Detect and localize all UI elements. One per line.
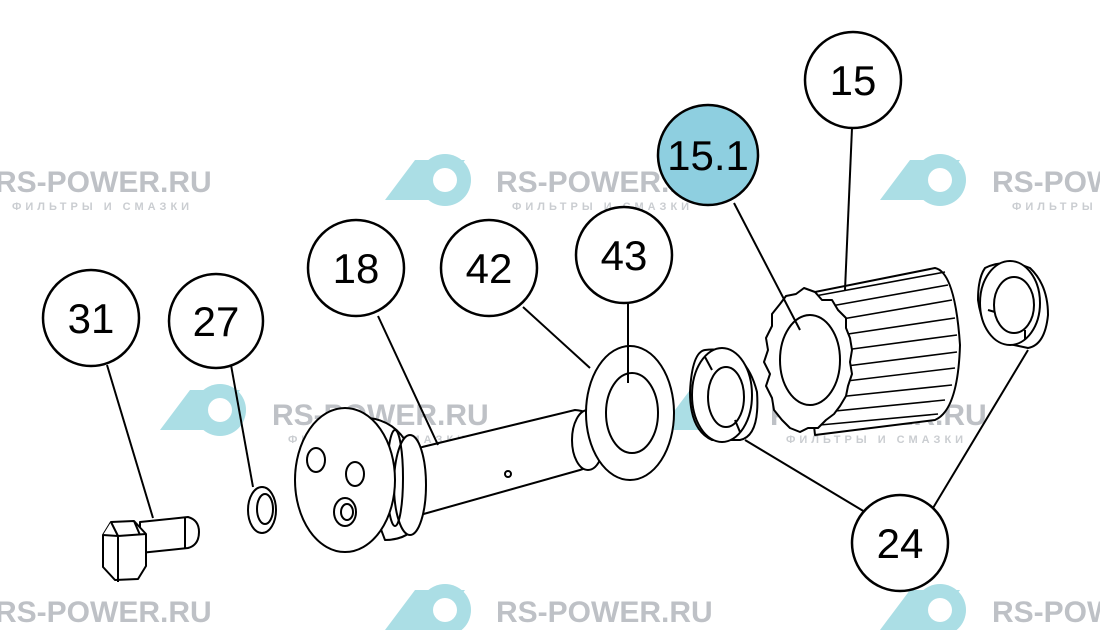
- part-thrust-washer-right: [977, 260, 1049, 349]
- rs-power-logo-icon: [385, 584, 471, 630]
- callout-15-1[interactable]: 15.1: [656, 103, 760, 207]
- callout-18[interactable]: 18: [306, 218, 406, 318]
- part-large-washer: [585, 345, 675, 481]
- callout-label: 27: [193, 298, 240, 345]
- part-bolt: [102, 516, 200, 582]
- callout-label: 15.1: [667, 132, 749, 179]
- watermark-top-left: RS-POWER.RU ФИЛЬТРЫ И СМАЗКИ: [0, 166, 212, 213]
- callouts: 31 27 18 42 43 15.1 15 24: [41, 30, 950, 593]
- watermark-tagline: ФИЛЬТРЫ И СМАЗКИ: [12, 201, 193, 213]
- watermark-brand: RS-POWER.RU: [496, 596, 713, 629]
- watermark-brand: RS-POWER.RU: [992, 166, 1100, 199]
- leader-31: [106, 364, 154, 519]
- rs-power-logo-icon: [160, 384, 246, 436]
- rs-power-logo-icon: [880, 154, 966, 206]
- leader-15: [844, 127, 853, 291]
- watermark-bottom-center: RS-POWER.RU: [385, 584, 713, 630]
- watermark-bottom-right: RS-POWER.RU: [880, 584, 1100, 630]
- callout-label: 42: [466, 245, 513, 292]
- part-thrust-washer-left: [689, 347, 759, 443]
- callout-label: 24: [877, 520, 924, 567]
- leader-15-1: [733, 202, 801, 331]
- watermark-tagline: ФИЛЬТРЫ И СМАЗКИ: [512, 201, 693, 213]
- watermark-bottom-left: RS-POWER.RU: [0, 596, 212, 629]
- part-small-washer: [247, 486, 277, 534]
- callout-15[interactable]: 15: [803, 30, 903, 130]
- leader-42: [522, 306, 591, 369]
- leader-24-right: [932, 349, 1029, 509]
- callout-42[interactable]: 42: [439, 218, 539, 318]
- rs-power-logo-icon: [880, 584, 966, 630]
- rs-power-logo-icon: [385, 154, 471, 206]
- callout-43[interactable]: 43: [574, 205, 674, 305]
- callout-31[interactable]: 31: [41, 268, 141, 368]
- callout-label: 18: [333, 245, 380, 292]
- leader-24-left: [744, 439, 866, 513]
- watermark-top-right: RS-POWER.RU ФИЛЬТРЫ И СМАЗКИ: [880, 154, 1100, 213]
- callout-label: 43: [601, 232, 648, 279]
- part-shaft: [294, 407, 605, 553]
- watermark-brand: RS-POWER.RU: [0, 166, 212, 199]
- callout-27[interactable]: 27: [167, 272, 265, 370]
- callout-24[interactable]: 24: [850, 493, 950, 593]
- callout-label: 31: [68, 295, 115, 342]
- watermark-tagline: ФИЛЬТРЫ И СМАЗКИ: [1012, 201, 1100, 213]
- part-gear: [763, 267, 961, 436]
- leader-27: [230, 364, 254, 488]
- leader-lines: [106, 127, 1029, 519]
- leader-18: [377, 315, 439, 446]
- watermark-brand: RS-POWER.RU: [992, 596, 1100, 629]
- watermark-brand: RS-POWER.RU: [0, 596, 212, 629]
- callout-label: 15: [830, 57, 877, 104]
- watermark-tagline: ФИЛЬТРЫ И СМАЗКИ: [786, 434, 967, 446]
